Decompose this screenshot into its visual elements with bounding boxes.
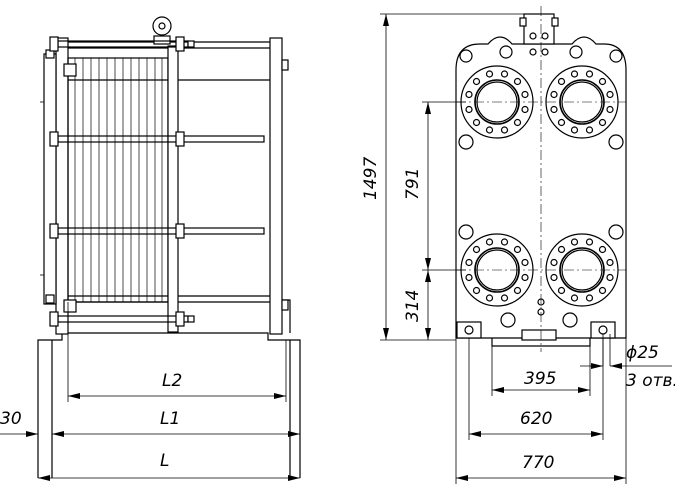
dim-395: 395 [524, 369, 556, 389]
bolt-hole [472, 118, 481, 127]
dim-l: L [160, 451, 169, 471]
bolt-hole [606, 105, 614, 114]
flange-bottom-right [545, 233, 619, 307]
plate-pack [67, 57, 169, 303]
bolt-hole [585, 126, 594, 134]
bolt-hole [472, 77, 481, 86]
bolt-hole [585, 238, 594, 246]
bolt-hole [500, 70, 509, 78]
dim-770: 770 [522, 453, 554, 473]
tie-bolts [49, 36, 289, 327]
bolt-hole [465, 105, 473, 114]
bolt-hole [465, 273, 473, 282]
bolt-hole [550, 105, 558, 114]
bolt-hole [606, 258, 614, 267]
bolt-hole [585, 294, 594, 302]
bolt-hole [557, 286, 566, 295]
side-view-dimensions: L2 L1 30 L [0, 302, 301, 481]
front-view [455, 6, 627, 352]
bolt-hole [500, 238, 509, 246]
bolt-hole [570, 238, 579, 246]
bolt-hole [485, 126, 494, 134]
bolt-hole [465, 258, 473, 267]
bolt-hole [521, 273, 529, 282]
dim-l2: L2 [162, 371, 182, 391]
bolt-hole [598, 118, 607, 127]
flange-top-right [545, 65, 619, 139]
flange-bolt-holes [465, 70, 614, 302]
dim-791: 791 [403, 168, 423, 200]
bolt-hole [570, 294, 579, 302]
bolt-hole [557, 245, 566, 254]
dim-314: 314 [403, 290, 423, 322]
front-view-dimensions: 1497 791 314 395 620 770 [361, 13, 675, 484]
dim-l1: L1 [160, 409, 180, 429]
bolt-hole [472, 245, 481, 254]
bolt-hole [513, 245, 522, 254]
bolt-hole [570, 126, 579, 134]
bolt-hole [472, 286, 481, 295]
bolt-hole [557, 77, 566, 86]
bolt-hole [598, 286, 607, 295]
dim-30: 30 [0, 409, 22, 429]
bolt-hole [521, 105, 529, 114]
bolt-hole [550, 90, 558, 99]
bolt-hole [465, 90, 473, 99]
bolt-hole [513, 286, 522, 295]
bolt-hole [570, 70, 579, 78]
bolt-hole [606, 90, 614, 99]
bolt-hole [598, 245, 607, 254]
dim-620: 620 [520, 409, 552, 429]
bolt-hole [585, 70, 594, 78]
bolt-hole [485, 294, 494, 302]
side-view [37, 16, 301, 478]
bolt-hole [557, 118, 566, 127]
bolt-hole [485, 238, 494, 246]
bolt-hole [550, 258, 558, 267]
bolt-hole [513, 77, 522, 86]
hole-diameter-label: ϕ25 [626, 343, 659, 363]
bolt-hole [500, 126, 509, 134]
bolt-hole [606, 273, 614, 282]
dim-1497: 1497 [361, 157, 381, 200]
bolt-hole [513, 118, 522, 127]
bolt-hole [500, 294, 509, 302]
bolt-hole [521, 90, 529, 99]
bolt-hole [485, 70, 494, 78]
bolt-hole [521, 258, 529, 267]
hole-count-label: 3 отв. [626, 371, 675, 391]
bolt-hole [598, 77, 607, 86]
bolt-hole [550, 273, 558, 282]
